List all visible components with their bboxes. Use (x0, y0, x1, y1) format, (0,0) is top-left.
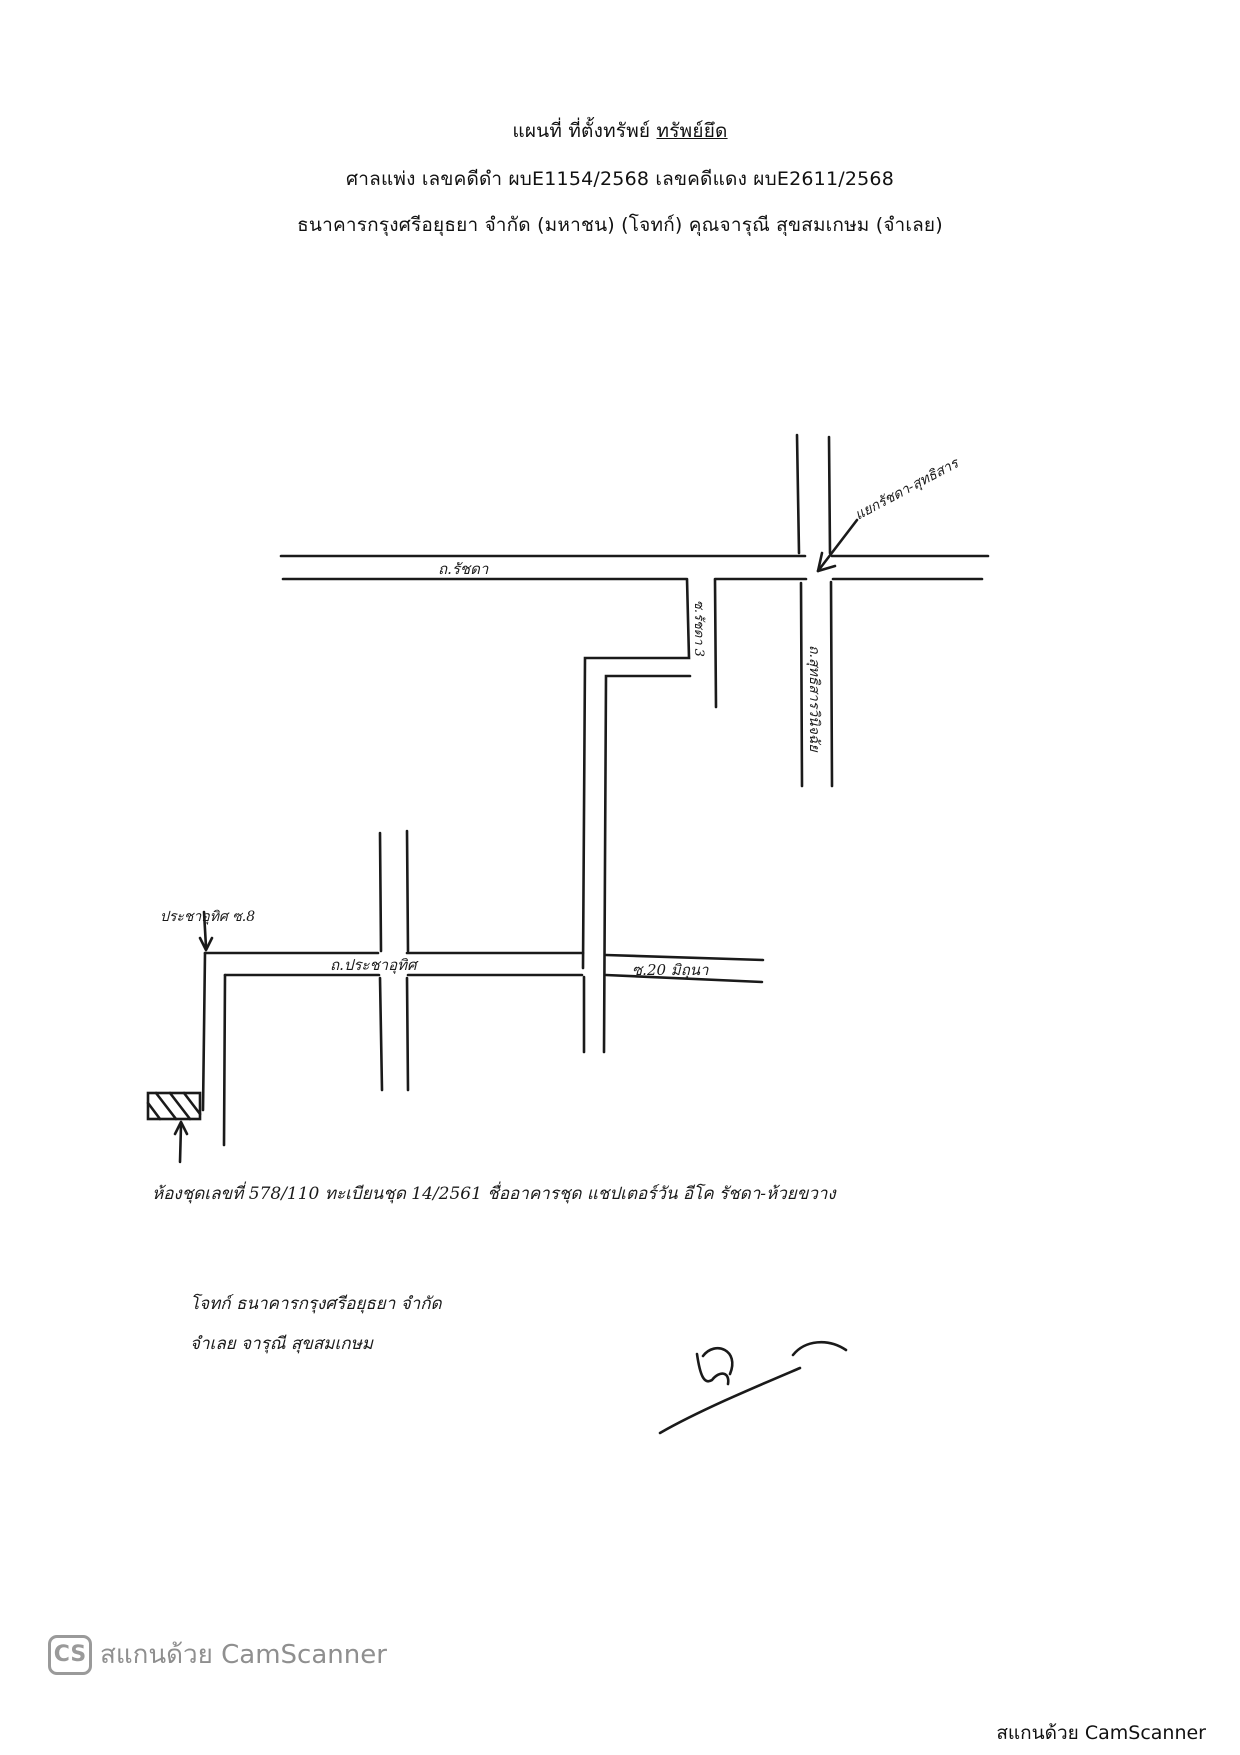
property-marker-hatch (146, 1091, 202, 1121)
road-right-left-edge-bottom (799, 581, 804, 788)
cross-street-left-top (378, 831, 383, 953)
property-marker-box (146, 1091, 202, 1121)
camscanner-watermark-text: สแกนด้วย CamScanner (100, 1640, 387, 1670)
lane-left-edge (201, 951, 207, 1112)
soi-small-label: ซ.รัชดา 3 (691, 600, 706, 657)
junction-arrow-shaft (816, 518, 859, 573)
property-arrow-shaft (178, 1123, 183, 1164)
signature-stroke-1 (695, 1352, 730, 1386)
left-junction-label: ประชาอุทิศ ซ.8 (160, 909, 255, 925)
property-arrow-head (173, 1120, 189, 1136)
camscanner-watermark: CS สแกนด้วย CamScanner (48, 1634, 387, 1675)
soi-20-upper-edge (604, 953, 765, 962)
junction-label: แยกรัชดา-สุทธิสาร (852, 455, 962, 524)
signature-stroke-4 (791, 1341, 848, 1357)
road-bottom-label: ถ.ประชาอุทิศ (330, 956, 419, 974)
map-title-underlined: ทรัพย์ยึด (656, 120, 728, 142)
signature-stroke-3 (658, 1366, 802, 1435)
road-top-label: ถ.รัชดา (438, 560, 489, 578)
defendant-note: จำเลย จารุณี สุขสมเกษม (190, 1334, 374, 1354)
soi-right-edge-upper (713, 578, 718, 709)
road-right-right-edge-top (827, 435, 832, 555)
parties-line: ธนาคารกรุงศรีอยุธยา จำกัด (มหาชน) (โจทก์… (297, 214, 943, 236)
left-junction-arrow-head (198, 936, 214, 952)
case-number-line: ศาลแพ่ง เลขคดีดำ ผบE1154/2568 เลขคดีแดง … (345, 168, 894, 190)
property-note: ห้องชุดเลขที่ 578/110 ทะเบียนชุด 14/2561… (152, 1184, 836, 1204)
soi-bottom-label: ซ.20 มิถุนา (632, 961, 709, 979)
plaintiff-note: โจทก์ ธนาคารกรุงศรีอยุธยา จำกัด (190, 1294, 442, 1314)
camscanner-logo-icon: CS (48, 1634, 92, 1675)
signature-stroke-2 (701, 1346, 734, 1376)
map-title-plain: แผนที่ ที่ตั้งทรัพย์ (512, 120, 657, 142)
road-right-label: ถ.สุทธิสารวินิจฉัย (806, 645, 822, 752)
soi-20-lower-edge (604, 973, 764, 984)
cross-street-right-bottom (405, 976, 410, 1092)
soi-inner-edge (602, 674, 692, 1054)
junction-arrow-head (816, 551, 837, 573)
cross-street-right-top (405, 829, 410, 953)
road-right-right-edge-bottom (829, 580, 834, 788)
soi-left-edge (581, 577, 691, 970)
lane-right-edge (222, 973, 227, 1147)
map-title: แผนที่ ที่ตั้งทรัพย์ ทรัพย์ยึด (0, 116, 1240, 146)
cross-street-left-bottom (378, 976, 384, 1092)
road-right-left-edge-top (795, 433, 801, 555)
camscanner-footer: สแกนด้วย CamScanner (996, 1722, 1206, 1744)
left-junction-arrow-shaft (202, 910, 208, 949)
